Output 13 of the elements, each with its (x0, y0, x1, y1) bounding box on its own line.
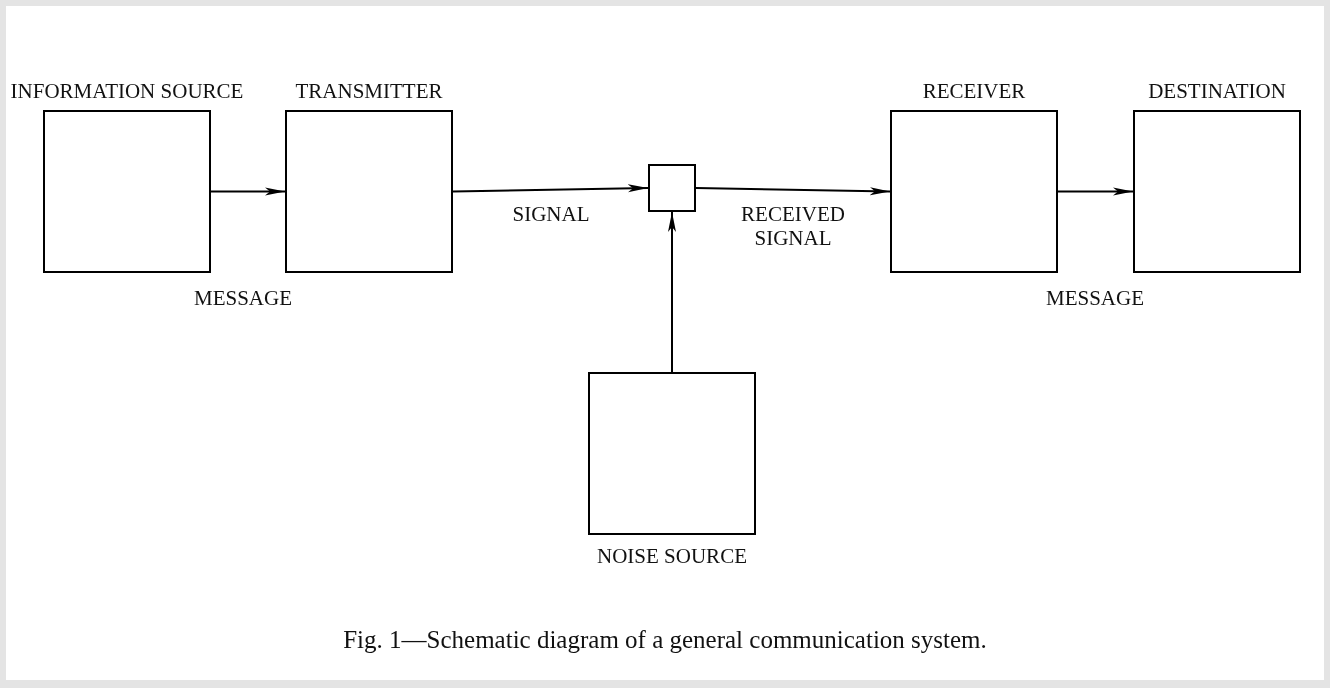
block-label: INFORMATION SOURCE (9, 78, 245, 104)
arrow (452, 184, 649, 193)
block-label: NOISE SOURCE (596, 543, 748, 569)
signal-label: MESSAGE (194, 286, 292, 310)
arrow (1057, 187, 1134, 196)
figure-caption: Fig. 1—Schematic diagram of a general communication system. (342, 626, 988, 654)
block-label: RECEIVER (921, 78, 1027, 104)
signal-label: MESSAGE (1046, 286, 1144, 310)
block-label: TRANSMITTER (294, 78, 444, 104)
arrow (668, 211, 676, 373)
arrow (210, 187, 286, 196)
arrow (695, 187, 891, 196)
block-label: DESTINATION (1147, 78, 1287, 104)
